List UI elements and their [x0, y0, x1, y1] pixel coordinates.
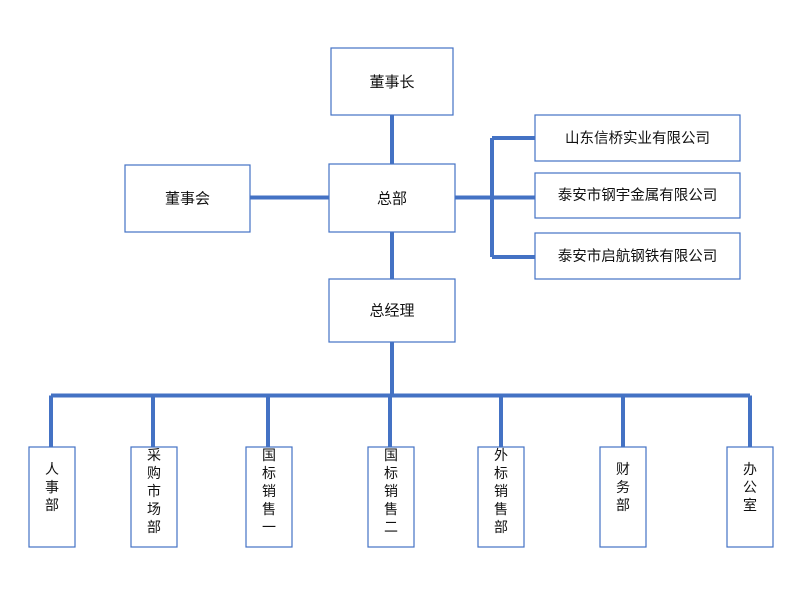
node-department-4-box[interactable]: [367, 446, 415, 548]
node-general-manager[interactable]: 总经理: [328, 278, 456, 343]
node-department-4[interactable]: 国标销售二: [367, 446, 415, 548]
node-subsidiary-3[interactable]: 泰安市启航钢铁有限公司: [534, 232, 741, 280]
node-department-6[interactable]: 财务部: [599, 446, 647, 548]
node-board[interactable]: 董事会: [124, 164, 251, 233]
node-department-7-label: 办公室: [743, 462, 757, 514]
node-headquarters-box[interactable]: [328, 163, 456, 233]
node-subsidiary-3-label: 泰安市启航钢铁有限公司: [558, 248, 718, 265]
node-department-6-box[interactable]: [599, 446, 647, 548]
node-headquarters-label: 总部: [377, 190, 407, 208]
node-department-5-label: 外标销售部: [494, 448, 508, 536]
node-department-4-label: 国标销售二: [384, 448, 398, 536]
node-department-5-box[interactable]: [477, 446, 525, 548]
node-department-1[interactable]: 人事部: [28, 446, 76, 548]
node-chairman-label: 董事长: [369, 73, 414, 91]
node-chairman[interactable]: 董事长: [330, 47, 454, 116]
node-department-1-label: 人事部: [45, 462, 59, 514]
node-board-label: 董事会: [165, 190, 210, 208]
node-subsidiary-1[interactable]: 山东信桥实业有限公司: [534, 114, 741, 162]
node-general-manager-label: 总经理: [369, 302, 414, 320]
node-subsidiary-2-box[interactable]: [534, 172, 741, 219]
node-chairman-box[interactable]: [330, 47, 454, 116]
node-subsidiary-3-box[interactable]: [534, 232, 741, 280]
connector-layer: [49, 115, 752, 447]
node-department-2-label: 采购市场部: [147, 448, 161, 536]
node-subsidiary-1-box[interactable]: [534, 114, 741, 162]
node-department-7-box[interactable]: [726, 446, 774, 548]
node-subsidiary-1-label: 山东信桥实业有限公司: [565, 130, 710, 147]
node-department-1-box[interactable]: [28, 446, 76, 548]
node-department-2-box[interactable]: [130, 446, 178, 548]
node-department-5[interactable]: 外标销售部: [477, 446, 525, 548]
node-subsidiary-2-label: 泰安市钢宇金属有限公司: [558, 187, 718, 204]
node-general-manager-box[interactable]: [328, 278, 456, 343]
node-department-6-label: 财务部: [616, 462, 630, 514]
node-department-2[interactable]: 采购市场部: [130, 446, 178, 548]
node-department-3-box[interactable]: [245, 446, 293, 548]
node-department-7[interactable]: 办公室: [726, 446, 774, 548]
node-department-3-label: 国标销售一: [262, 448, 276, 536]
node-department-3[interactable]: 国标销售一: [245, 446, 293, 548]
node-headquarters[interactable]: 总部: [328, 163, 456, 233]
node-subsidiary-2[interactable]: 泰安市钢宇金属有限公司: [534, 172, 741, 219]
node-board-box[interactable]: [124, 164, 251, 233]
